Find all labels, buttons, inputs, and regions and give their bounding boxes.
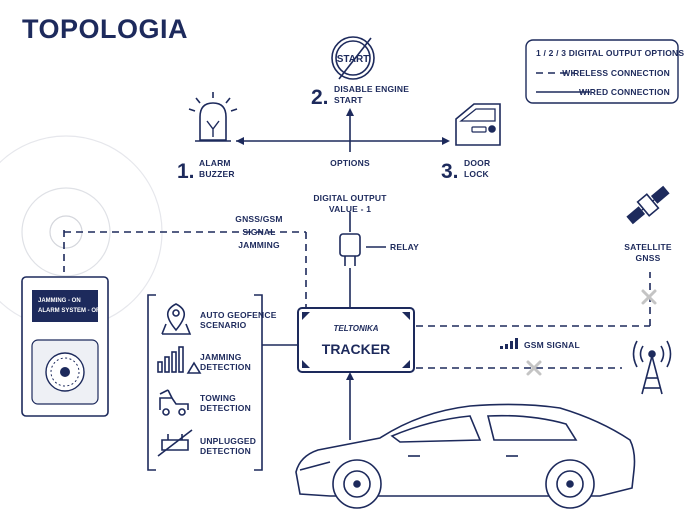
tracker-brand: TELTONIKA xyxy=(333,324,378,333)
option-3-label-line2: LOCK xyxy=(464,169,490,179)
car-illustration xyxy=(295,403,636,509)
satellite-blocked-cross-icon xyxy=(641,289,657,305)
option-1-label-line2: BUZZER xyxy=(199,169,235,179)
device-screen xyxy=(32,290,98,322)
device-screen-line1: JAMMING - ON xyxy=(38,298,81,304)
legend-box xyxy=(525,39,679,104)
device-screen-line2: ALARM SYSTEM - OFF xyxy=(38,308,104,314)
legend-wired-connection: WIRED CONNECTION xyxy=(579,87,670,97)
feature-3-line2: DETECTION xyxy=(200,403,251,413)
jammer-device: JAMMING - ON ALARM SYSTEM - OFF xyxy=(21,276,109,417)
jamming-label-line3: JAMMING xyxy=(238,240,280,250)
device-dial-icon xyxy=(45,352,85,392)
satellite-icon xyxy=(626,185,670,225)
car-door-icon xyxy=(455,103,501,146)
options-label: OPTIONS xyxy=(330,158,370,168)
alarm-light-icon xyxy=(188,92,238,142)
relay-label: RELAY xyxy=(390,242,419,252)
option-number-1: 1. xyxy=(177,160,195,183)
satellite-label-line2: GNSS xyxy=(636,253,661,263)
gsm-bars-icon xyxy=(500,338,518,349)
features-panel: AUTO GEOFENCE SCENARIO JAMMING DETECTION… xyxy=(147,294,277,471)
gsm-signal: GSM SIGNAL xyxy=(500,338,580,350)
option-3-label-line1: DOOR xyxy=(464,158,490,168)
output-option-door-lock: 3. DOOR LOCK xyxy=(441,103,501,183)
output-option-alarm-buzzer: 1. ALARM BUZZER xyxy=(177,92,238,183)
legend-wireless-connection: WIRELESS CONNECTION xyxy=(562,68,670,78)
option-2-label-line2: START xyxy=(334,95,363,105)
geofence-pin-icon xyxy=(161,303,192,335)
legend-digital-output-options: 1 / 2 / 3 DIGITAL OUTPUT OPTIONS xyxy=(536,48,684,58)
feature-3-line1: TOWING xyxy=(200,393,236,403)
digital-output-line2: VALUE - 1 xyxy=(329,204,371,214)
satellite-label-line1: SATELLITE xyxy=(624,242,672,252)
option-2-label-line1: DISABLE ENGINE xyxy=(334,84,409,94)
blocked-cross-marks xyxy=(526,289,657,376)
option-number-3: 3. xyxy=(441,160,459,183)
page-title: TOPOLOGIA xyxy=(22,14,188,44)
jamming-label-line2: SIGNAL xyxy=(242,227,275,237)
feature-2-line1: JAMMING xyxy=(200,352,242,362)
signal-bars-warning-icon xyxy=(157,346,202,374)
gsm-blocked-cross-icon xyxy=(526,360,542,376)
gsm-signal-label: GSM SIGNAL xyxy=(524,340,580,350)
tracker-device: TELTONIKA TRACKER xyxy=(297,307,415,373)
feature-4-line1: UNPLUGGED xyxy=(200,436,256,446)
feature-2-line2: DETECTION xyxy=(200,362,251,372)
feature-1-line2: SCENARIO xyxy=(200,320,247,330)
unplugged-icon xyxy=(157,429,193,457)
relay-plug-icon xyxy=(339,233,361,266)
output-option-disable-engine: START 2. DISABLE ENGINE START xyxy=(311,36,409,109)
feature-4-line2: DETECTION xyxy=(200,446,251,456)
feature-1-line1: AUTO GEOFENCE xyxy=(200,310,277,320)
tow-truck-icon xyxy=(159,389,189,416)
start-button-text: START xyxy=(337,54,370,65)
legend: 1 / 2 / 3 DIGITAL OUTPUT OPTIONS WIRELES… xyxy=(525,39,684,104)
satellite: SATELLITE GNSS xyxy=(624,185,672,263)
jamming-label-line1: GNSS/GSM xyxy=(235,214,282,224)
tracker-label: TRACKER xyxy=(322,341,390,357)
engine-start-button-icon: START xyxy=(331,36,375,80)
option-1-label-line1: ALARM xyxy=(199,158,231,168)
digital-output-line1: DIGITAL OUTPUT xyxy=(313,193,387,203)
relay: RELAY xyxy=(339,233,419,266)
connections xyxy=(63,108,651,440)
option-number-2: 2. xyxy=(311,86,329,109)
cell-tower-icon xyxy=(632,340,672,395)
